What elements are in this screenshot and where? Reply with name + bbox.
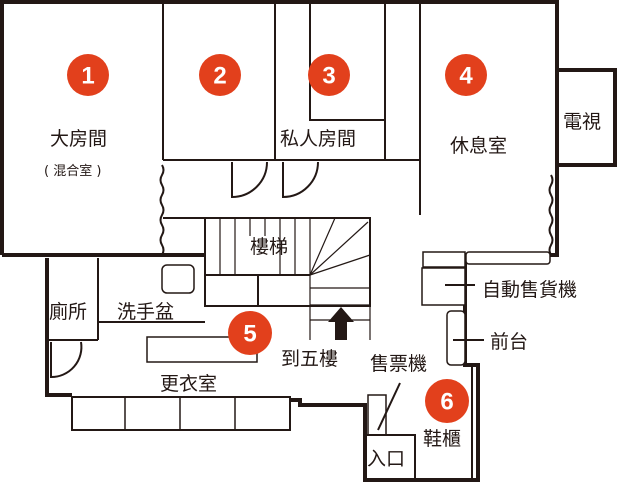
- ticket-machine-label: 售票機: [370, 353, 427, 375]
- toilet-label: 廁所: [49, 300, 87, 323]
- room1-sub-label: ( 混合室 ): [44, 163, 101, 179]
- room1-label: 大房間: [50, 128, 107, 150]
- stairs-label: 樓梯: [250, 236, 288, 258]
- svg-text:2: 2: [213, 63, 226, 90]
- badge-6: 6: [425, 379, 469, 423]
- up-arrow-icon: [328, 307, 354, 340]
- entrance-label: 入口: [367, 448, 405, 470]
- badge-5: 5: [228, 311, 272, 355]
- svg-text:6: 6: [440, 389, 453, 416]
- svg-text:3: 3: [322, 63, 335, 90]
- badge-3: 3: [308, 54, 350, 96]
- changing-room-label: 更衣室: [160, 373, 217, 395]
- badge-2: 2: [199, 54, 241, 96]
- reception-label: 前台: [490, 331, 528, 353]
- tv-label: 電視: [563, 111, 601, 133]
- badge-4: 4: [445, 54, 487, 96]
- room3-label: 私人房間: [280, 128, 356, 150]
- svg-text:5: 5: [243, 321, 256, 348]
- room4-label: 休息室: [450, 135, 507, 157]
- svg-text:4: 4: [459, 63, 473, 90]
- sink-label: 洗手盆: [117, 301, 174, 323]
- room-labels: 大房間 ( 混合室 ) 私人房間 休息室 電視 樓梯 廁所 洗手盆 更衣室 到五…: [44, 111, 601, 470]
- shoe-cabinet-label: 鞋櫃: [423, 428, 461, 450]
- vending-machine-label: 自動售貨機: [482, 279, 577, 301]
- badges: 1 2 3 4 5 6: [67, 54, 487, 423]
- svg-text:1: 1: [81, 63, 94, 90]
- badge-1: 1: [67, 54, 109, 96]
- to-5f-label: 到五樓: [281, 348, 338, 370]
